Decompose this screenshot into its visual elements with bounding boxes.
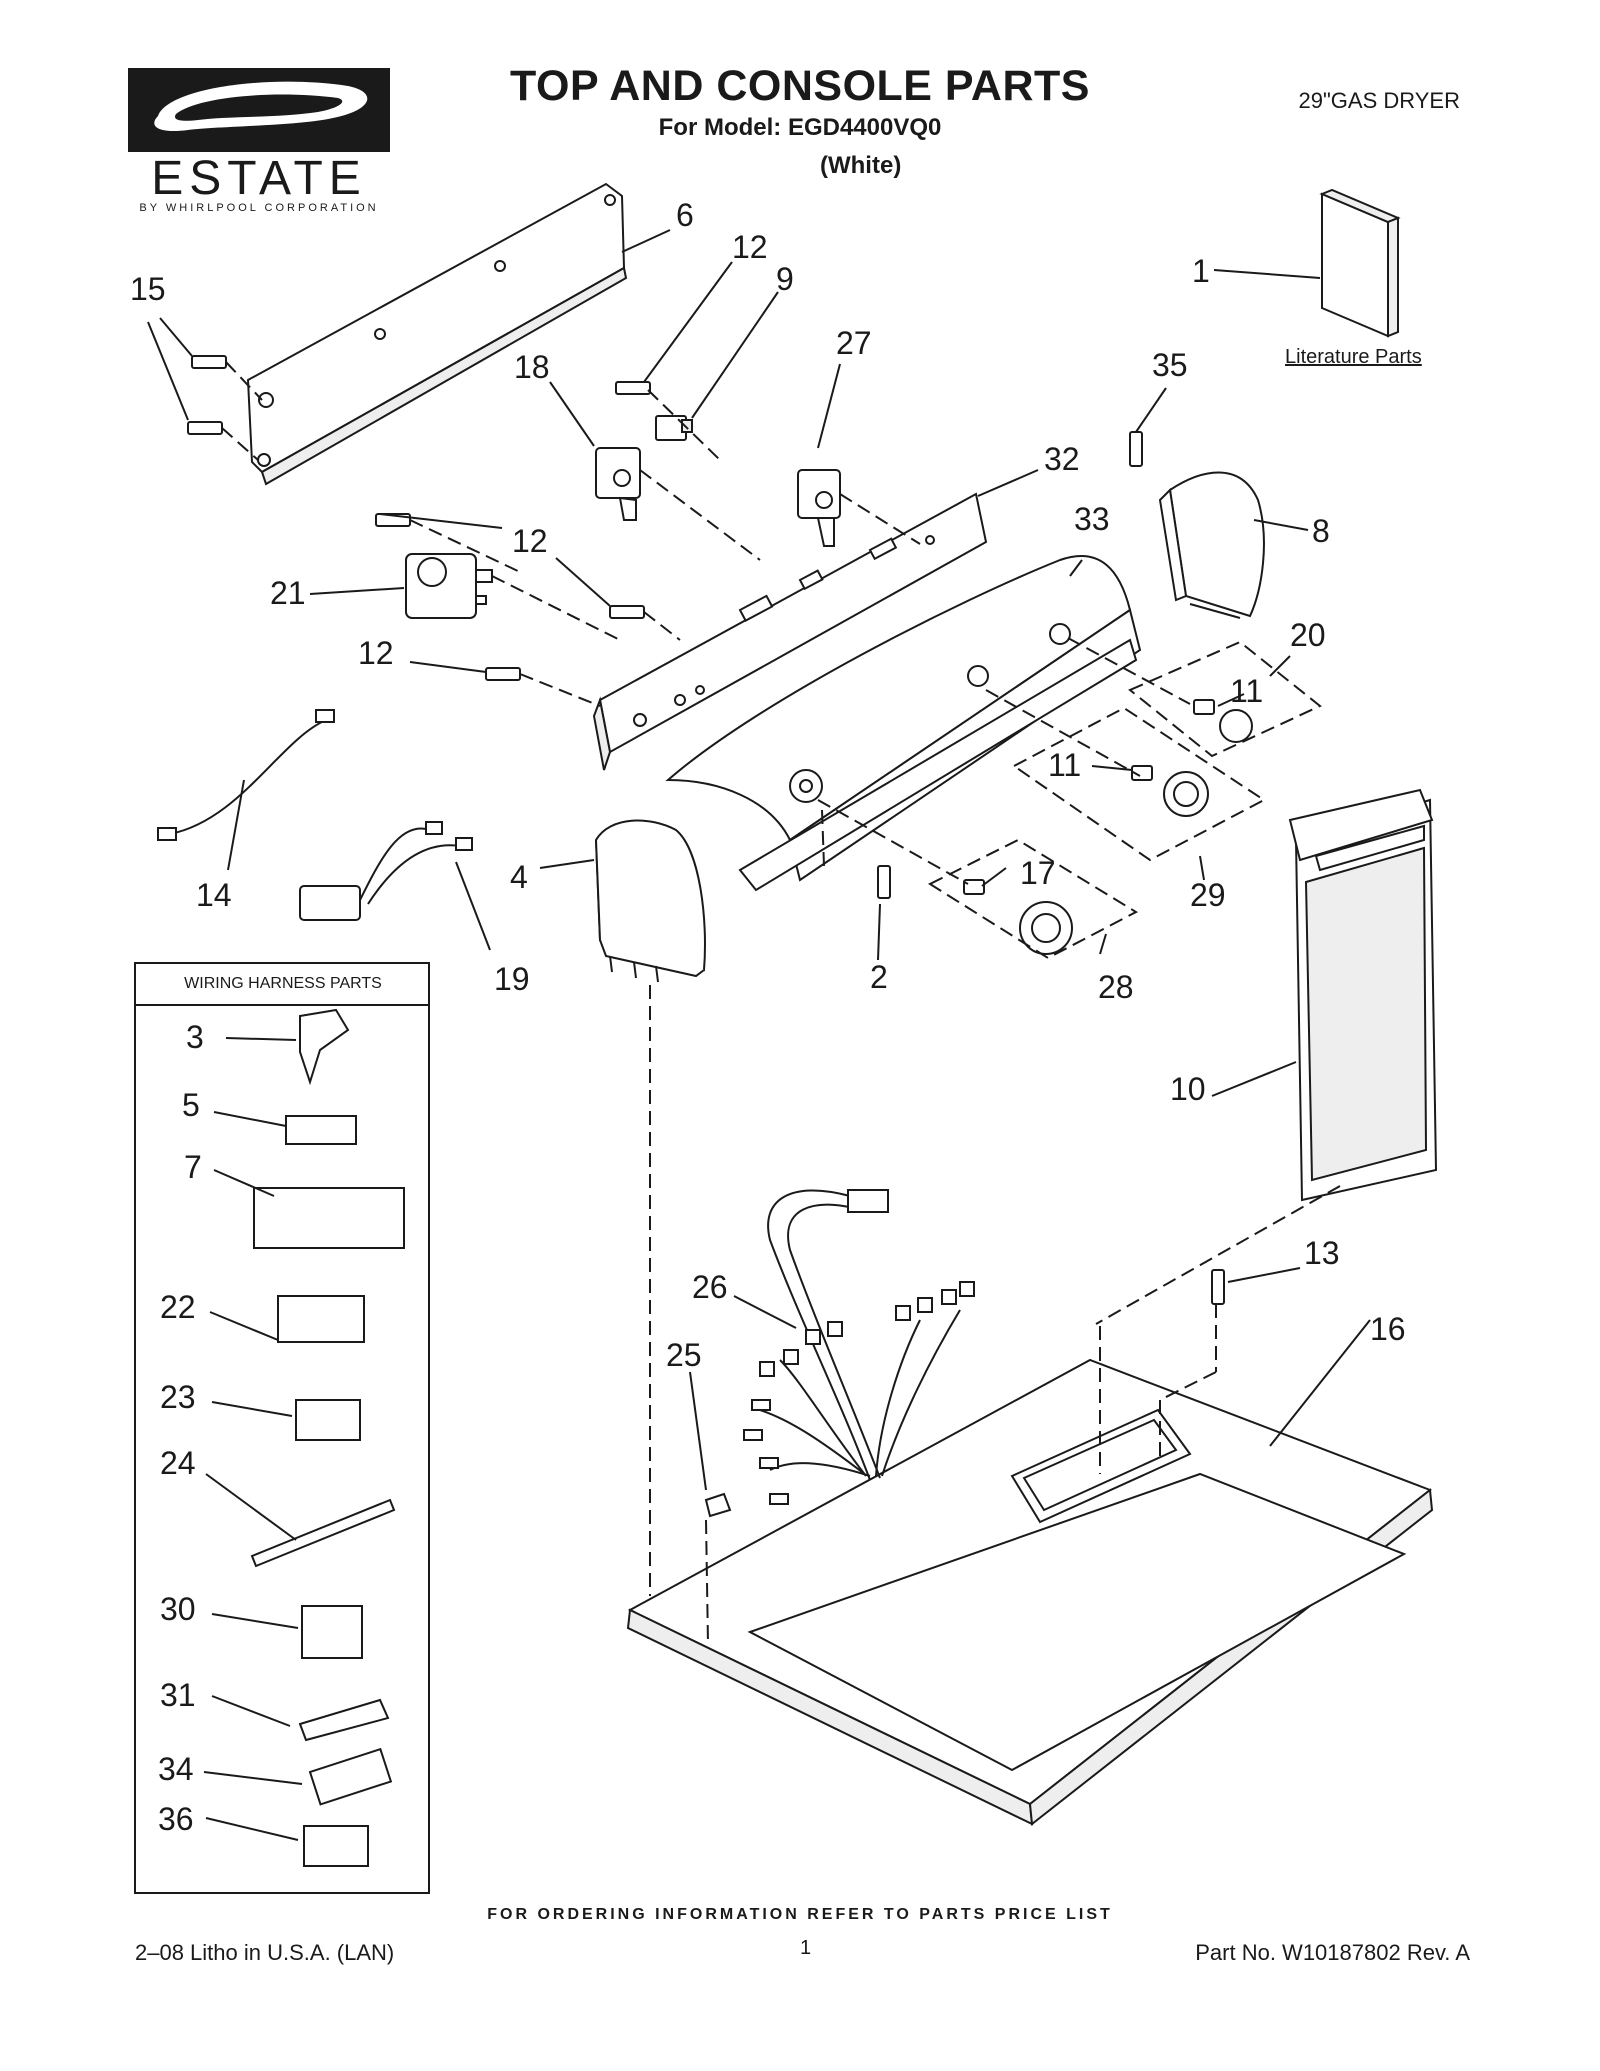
- part-main-harness: [743, 1189, 975, 1505]
- callout-19: 19: [494, 961, 530, 997]
- callout-12-top: 12: [732, 229, 768, 265]
- part-switch-18: [595, 447, 641, 521]
- callout-33: 33: [1074, 501, 1110, 537]
- wiring-box-title: WIRING HARNESS PARTS: [184, 975, 382, 992]
- callout-5: 5: [182, 1087, 200, 1123]
- callout-11-lower: 11: [1048, 747, 1081, 783]
- wiring-box-divider: [134, 1004, 430, 1006]
- part-screws-15: [187, 355, 263, 461]
- product-type: 29"GAS DRYER: [1298, 88, 1460, 113]
- page-number: 1: [800, 1937, 812, 1959]
- part-rear-panel: [246, 182, 628, 486]
- part-clip-25: [704, 1492, 732, 1518]
- part-knob-20: [1128, 640, 1322, 758]
- callout-12-mid: 12: [512, 523, 548, 559]
- part-lint-screen: [1288, 788, 1438, 1202]
- callout-31: 31: [160, 1677, 196, 1713]
- part-knob-29: [1012, 706, 1266, 862]
- callout-22: 22: [160, 1289, 196, 1325]
- callout-28: 28: [1098, 969, 1134, 1005]
- callout-11-upper: 11: [1230, 673, 1263, 709]
- part-wire-19: [299, 821, 473, 921]
- model-color: (White): [820, 152, 902, 179]
- callout-2: 2: [870, 959, 888, 995]
- callout-35: 35: [1152, 347, 1188, 383]
- callout-32: 32: [1044, 441, 1080, 477]
- estate-logo-icon: ESTATE BY WHIRLPOOL CORPORATION: [128, 68, 390, 214]
- callout-27: 27: [836, 325, 872, 361]
- literature-parts-label: Literature Parts: [1285, 346, 1422, 368]
- callout-29: 29: [1190, 877, 1226, 913]
- part-sensor-9: [655, 415, 693, 441]
- brand-subtitle: BY WHIRLPOOL CORPORATION: [139, 202, 378, 213]
- callout-20: 20: [1290, 617, 1326, 653]
- callout-18: 18: [514, 349, 550, 385]
- part-switch-27: [797, 469, 841, 547]
- callout-4: 4: [510, 859, 528, 895]
- wiring-harness-box: [134, 962, 430, 1894]
- callout-34: 34: [158, 1751, 194, 1787]
- wiring-box-parts: [250, 1008, 405, 1867]
- brand-name: ESTATE: [151, 152, 367, 205]
- callout-16: 16: [1370, 1311, 1406, 1347]
- callout-30: 30: [160, 1591, 196, 1627]
- part-console-bracket: [592, 492, 988, 771]
- part-timer-21: [405, 553, 493, 619]
- callout-24: 24: [160, 1445, 196, 1481]
- part-screw-13: [1211, 1269, 1225, 1305]
- callout-25: 25: [666, 1337, 702, 1373]
- part-endcap-right: [1158, 471, 1265, 619]
- callout-labels: 1 2 4 6 8 9 10 11 11 12 12 12 13 14 15 1…: [130, 197, 1406, 1837]
- callout-3: 3: [186, 1019, 204, 1055]
- callout-21: 21: [270, 575, 306, 611]
- part-endcap-left: [594, 819, 706, 983]
- callout-17: 17: [1020, 855, 1056, 891]
- callout-8: 8: [1312, 513, 1330, 549]
- callout-9: 9: [776, 261, 794, 297]
- part-number: Part No. W10187802 Rev. A: [1195, 1940, 1470, 1965]
- model-line: For Model: EGD4400VQ0: [658, 114, 942, 141]
- ordering-note: FOR ORDERING INFORMATION REFER TO PARTS …: [487, 1906, 1113, 1923]
- estate-logo: ESTATE BY WHIRLPOOL CORPORATION: [128, 68, 390, 214]
- callout-15: 15: [130, 271, 166, 307]
- callout-10: 10: [1170, 1071, 1206, 1107]
- callout-26: 26: [692, 1269, 728, 1305]
- assembly-lines: [409, 389, 1341, 1645]
- litho-info: 2–08 Litho in U.S.A. (LAN): [135, 1940, 395, 1965]
- part-knob-28: [927, 838, 1139, 960]
- callout-36: 36: [158, 1801, 194, 1837]
- part-literature: [1319, 188, 1401, 338]
- part-screw-35: [1129, 431, 1143, 467]
- callout-6: 6: [676, 197, 694, 233]
- part-screws-12: [375, 381, 651, 681]
- callout-12-left: 12: [358, 635, 394, 671]
- callout-13: 13: [1304, 1235, 1340, 1271]
- callout-1: 1: [1192, 253, 1210, 289]
- page-title: TOP AND CONSOLE PARTS: [510, 62, 1090, 110]
- leader-lines: [147, 229, 1371, 1841]
- part-screw-2: [877, 865, 891, 899]
- part-wire-14: [157, 709, 335, 841]
- callout-23: 23: [160, 1379, 196, 1415]
- part-top-cover: [626, 1358, 1434, 1826]
- callout-14: 14: [196, 877, 232, 913]
- callout-7: 7: [184, 1149, 202, 1185]
- part-console: [665, 555, 1142, 892]
